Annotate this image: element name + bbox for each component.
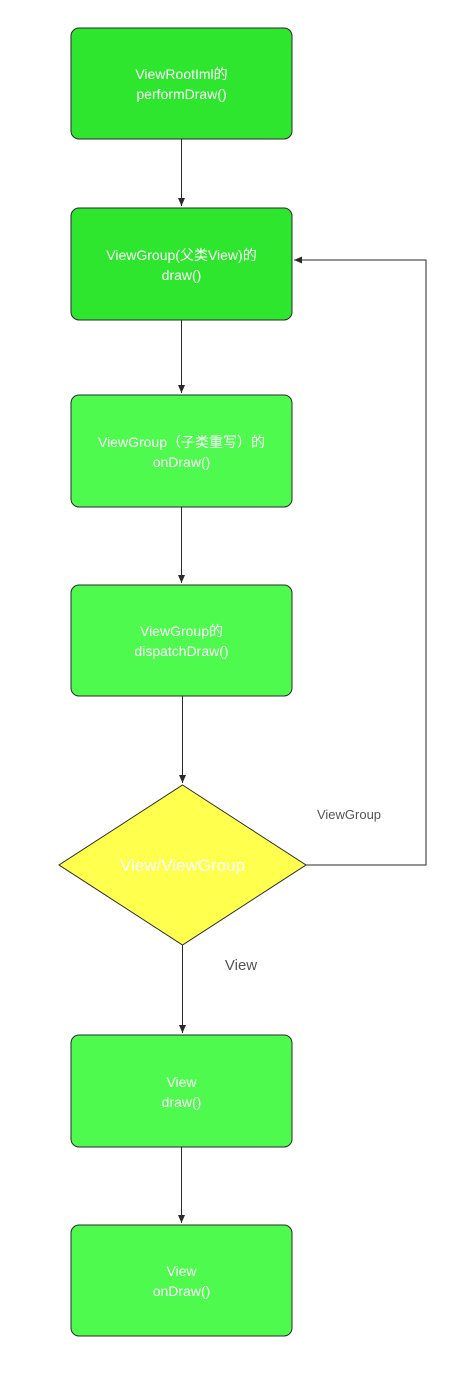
node-view-draw-line2: draw() <box>162 1094 202 1110</box>
node-view-ondraw: View onDraw() <box>70 1224 293 1337</box>
node-view-ondraw-line1: View <box>166 1263 197 1279</box>
node-viewgroup-draw-line2: draw() <box>162 267 202 283</box>
node-view-draw-line1: View <box>166 1074 197 1090</box>
node-view-draw-box <box>70 1034 293 1148</box>
edge-label-viewgroup: ViewGroup <box>317 807 381 822</box>
node-view-ondraw-line2: onDraw() <box>153 1283 211 1299</box>
decision-label: View/ViewGroup <box>120 856 245 875</box>
node-viewroot-performdraw: ViewRootIml的 performDraw() <box>70 27 293 140</box>
node-viewgroup-ondraw-line2: onDraw() <box>153 454 211 470</box>
node-viewroot-line1: ViewRootIml的 <box>135 66 227 82</box>
node-viewroot-box <box>70 27 293 140</box>
node-viewroot-line2: performDraw() <box>136 86 226 102</box>
node-viewgroup-ondraw-line1: ViewGroup（子类重写）的 <box>98 434 265 450</box>
node-viewgroup-ondraw-box <box>70 394 293 508</box>
arrow-decision-loop-to-viewgroup-draw <box>294 256 427 866</box>
node-viewgroup-draw: ViewGroup(父类View)的 draw() <box>70 207 293 321</box>
node-viewgroup-draw-line1: ViewGroup(父类View)的 <box>106 247 256 263</box>
node-view-draw: View draw() <box>70 1034 293 1148</box>
node-viewgroup-ondraw: ViewGroup（子类重写）的 onDraw() <box>70 394 293 508</box>
node-viewgroup-draw-box <box>70 207 293 321</box>
edge-label-view: View <box>225 957 257 974</box>
node-view-ondraw-box <box>70 1224 293 1337</box>
node-viewgroup-dispatchdraw-line1: ViewGroup的 <box>140 623 223 639</box>
node-viewgroup-dispatchdraw-box <box>70 584 293 697</box>
node-decision-view-viewgroup: View/ViewGroup <box>58 784 307 946</box>
node-viewgroup-dispatchdraw-line2: dispatchDraw() <box>134 643 228 659</box>
node-viewgroup-dispatchdraw: ViewGroup的 dispatchDraw() <box>70 584 293 697</box>
